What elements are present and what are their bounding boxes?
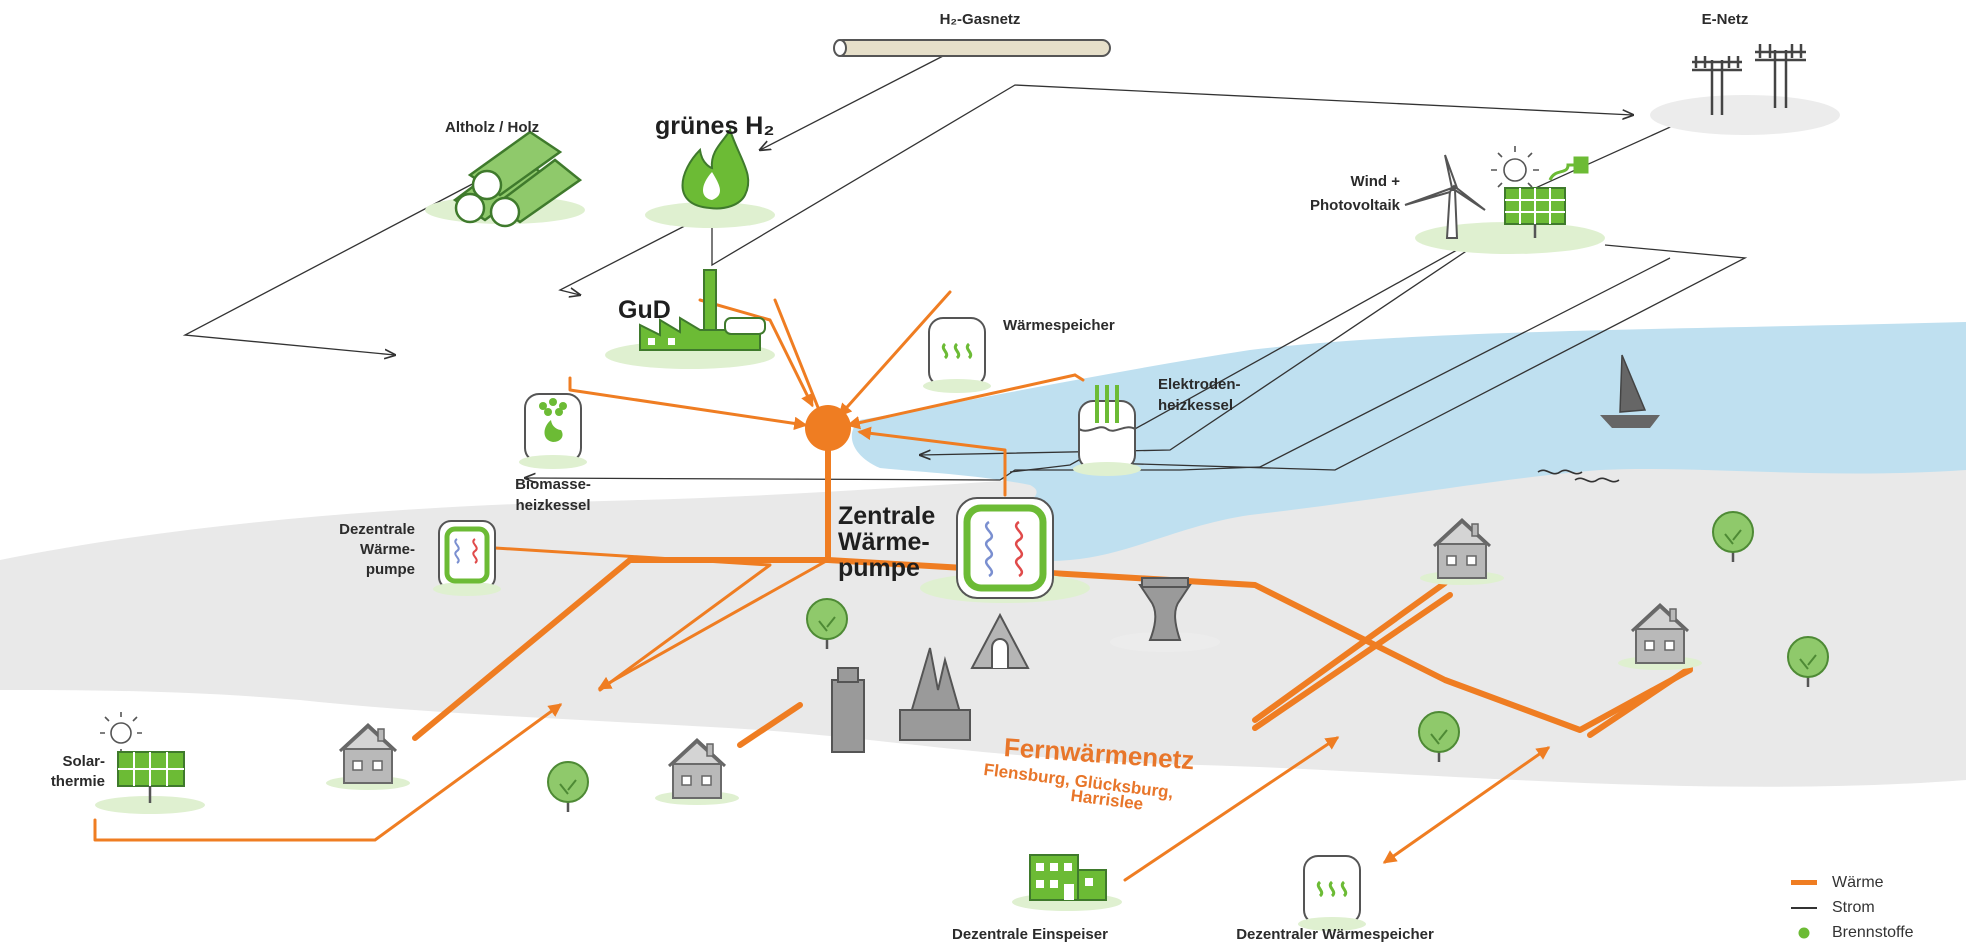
factory-icon — [1012, 854, 1122, 911]
zentrale-wp-label-1: Zentrale — [838, 502, 936, 530]
solar-thermal-icon — [95, 712, 205, 814]
heat-pump-icon — [433, 520, 501, 596]
photovoltaik-label: Photovoltaik — [1309, 197, 1400, 214]
e-netz-label: E-Netz — [1701, 11, 1749, 28]
fuel-dot-swatch — [1790, 927, 1818, 939]
gruenes-h2-label: grünes H₂ — [655, 112, 775, 140]
wind-label: Wind + — [1350, 173, 1400, 190]
biomasse-label-2: heizkessel — [515, 497, 591, 514]
water-area — [851, 322, 1966, 561]
electrode-boiler-icon — [1072, 385, 1142, 477]
heat-lines — [93, 290, 1693, 882]
dezentrale-wp-label-3: pumpe — [365, 561, 415, 578]
elektroden-label-1: Elektroden- — [1158, 376, 1241, 393]
house-icon — [324, 723, 412, 792]
legend-item-waerme: Wärme — [1790, 872, 1884, 894]
wood-logs-icon — [425, 130, 585, 228]
biomass-boiler-icon — [518, 393, 588, 470]
power-lines — [182, 54, 1748, 480]
elektroden-label-2: heizkessel — [1158, 397, 1234, 414]
chimney-icon — [831, 667, 865, 753]
sailboat-icon — [1537, 354, 1660, 483]
solar-label-2: thermie — [50, 773, 105, 790]
central-heat-pump-icon — [920, 497, 1090, 603]
house-icon — [653, 738, 741, 807]
solar-panel-icon — [1504, 187, 1566, 238]
waermespeicher-label: Wärmespeicher — [1003, 317, 1115, 334]
gate-icon — [970, 612, 1030, 669]
heat-storage-icon — [922, 317, 992, 394]
heat-hub — [805, 405, 851, 451]
legend-item-strom: Strom — [1790, 897, 1875, 919]
decentral-heat-storage-icon — [1297, 855, 1367, 932]
biomasse-label-1: Biomasse- — [515, 476, 591, 493]
gas-pipe-icon — [833, 39, 1111, 57]
zentrale-wp-label-2: Wärme- — [838, 528, 930, 556]
power-line-swatch — [1790, 906, 1818, 910]
power-pylon-icon — [1650, 44, 1840, 135]
h2-gasnetz-label: H₂-Gasnetz — [939, 11, 1021, 28]
dezentraler-waermespeicher-label: Dezentraler Wärmespeicher — [1236, 926, 1434, 943]
dezentrale-wp-label-2: Wärme- — [359, 541, 415, 558]
church-icon — [899, 647, 971, 741]
zentrale-wp-label-3: pumpe — [838, 554, 920, 582]
heat-line-swatch — [1790, 880, 1818, 886]
legend-item-brennstoffe: Brennstoffe — [1790, 922, 1914, 944]
water-tower-icon — [1110, 577, 1220, 652]
tree-icon — [546, 760, 590, 814]
solar-label-1: Solar- — [62, 753, 105, 770]
sun-icon — [1491, 146, 1539, 194]
dezentrale-wp-label-1: Dezentrale — [339, 521, 415, 538]
gud-label: GuD — [618, 296, 671, 324]
plug-icon — [1548, 156, 1589, 181]
altholz-label: Altholz / Holz — [445, 119, 540, 136]
gud-plant-icon — [605, 269, 775, 369]
wind-turbine-icon — [1404, 154, 1605, 254]
dezentrale-einspeiser-label: Dezentrale Einspeiser — [952, 926, 1108, 943]
green-flame-icon — [645, 127, 775, 228]
